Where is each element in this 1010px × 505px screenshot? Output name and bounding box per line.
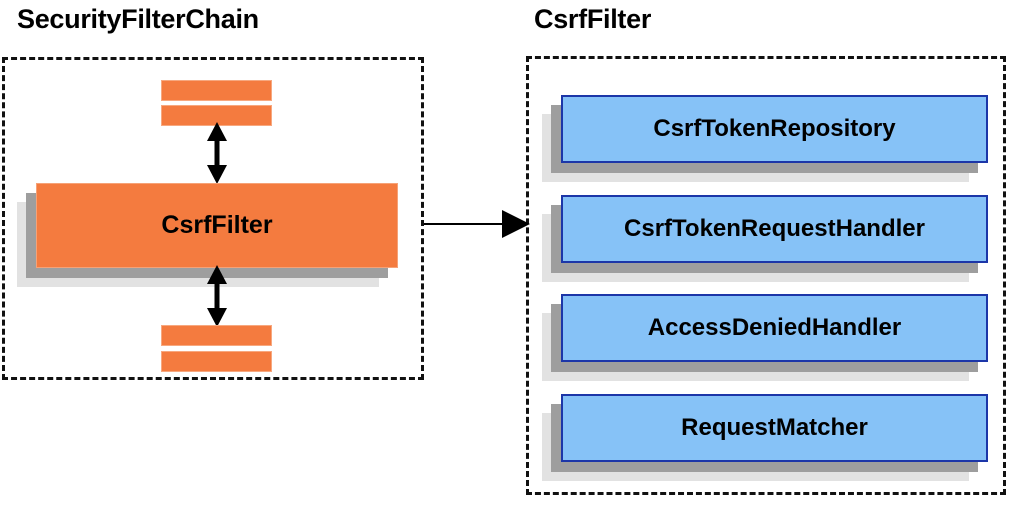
component-label-csrf-filter: CsrfFilter	[36, 183, 398, 268]
filter-stub-bottom-2	[161, 351, 272, 372]
component-label-request-matcher: RequestMatcher	[561, 394, 988, 462]
arrow-up-down-bottom-icon	[207, 265, 227, 327]
component-csrf-filter-main[interactable]: CsrfFilter	[17, 183, 398, 287]
page-title-csrf-filter: CsrfFilter	[534, 4, 652, 34]
component-access-denied-handler[interactable]: AccessDeniedHandler	[542, 294, 988, 381]
component-csrf-token-request-handler[interactable]: CsrfTokenRequestHandler	[542, 195, 988, 282]
filter-stub-bottom-1	[161, 325, 272, 346]
panel-security-filter-chain	[2, 57, 424, 380]
component-label-csrf-token-request-handler: CsrfTokenRequestHandler	[561, 195, 988, 263]
arrow-up-down-top-icon	[207, 122, 227, 184]
component-csrf-token-repository[interactable]: CsrfTokenRepository	[542, 95, 988, 182]
arrow-left-to-right-icon	[424, 210, 530, 238]
filter-stub-top-1	[161, 80, 272, 101]
page-title-security-filter-chain: SecurityFilterChain	[17, 4, 259, 34]
component-label-access-denied-handler: AccessDeniedHandler	[561, 294, 988, 362]
component-label-csrf-token-repository: CsrfTokenRepository	[561, 95, 988, 163]
panel-csrf-filter	[526, 56, 1006, 495]
component-request-matcher[interactable]: RequestMatcher	[542, 394, 988, 481]
